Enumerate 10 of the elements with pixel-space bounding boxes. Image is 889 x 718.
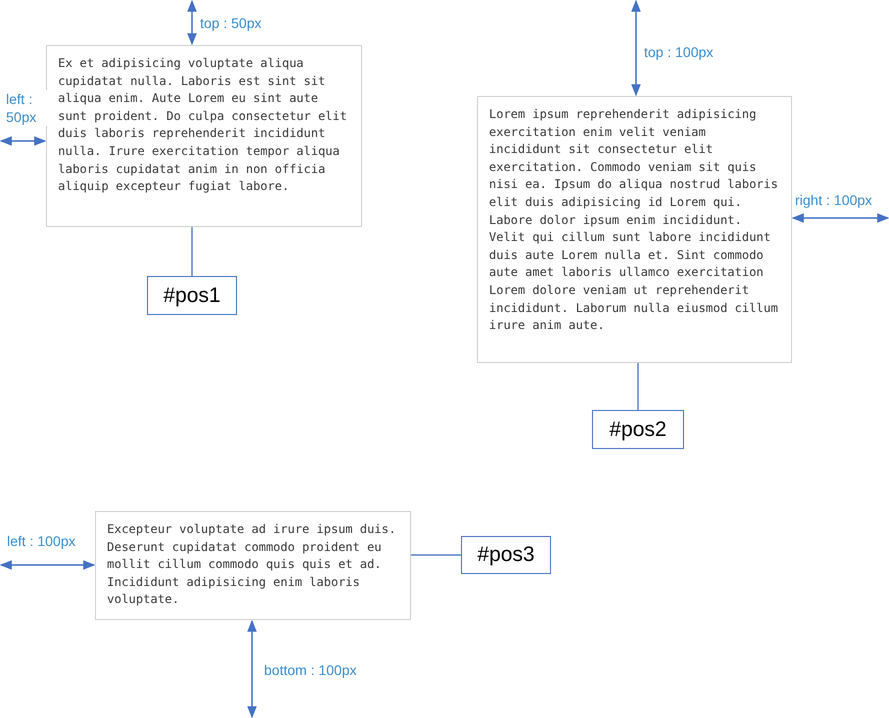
leader-line bbox=[411, 554, 461, 556]
id-tag: #pos1 bbox=[147, 276, 237, 315]
leader-line bbox=[191, 227, 193, 276]
leader-line bbox=[637, 363, 639, 410]
text-box: Lorem ipsum reprehenderit adipisicing exercitation enim velit veniam incididunt sit consectetur elit exercitation. Commodo veniam sit quis nisi ea. Ipsum do aliqua nostrud laboris elit duis adipisicing id Lorem qui. Labore dolor ipsum enim incididunt. Velit qui cillum sunt labore incididunt duis aute Lorem nulla et. Sint commodo aute amet laboris ullamco exercitation Lorem dolore veniam ut reprehenderit incididunt. Laborum nulla eiusmod cillum irure anim aute. bbox=[477, 96, 792, 363]
id-tag: #pos3 bbox=[461, 536, 551, 574]
text-box: Ex et adipisicing voluptate aliqua cupidatat nulla. Laboris est sint sit aliqua enim. Aute Lorem eu sint aute sunt proident. Do culpa consectetur elit duis laboris reprehenderit incididunt nulla. Irure exercitation tempor aliqua laboris cupidatat anim in non officia aliquip excepteur fugiat labore. bbox=[46, 45, 362, 227]
id-tag: #pos2 bbox=[592, 410, 684, 449]
text-box: Excepteur voluptate ad irure ipsum duis. Deserunt cupidatat commodo proident eu mollit cillum commodo quis quis et ad. Incididunt adipisicing enim laboris voluptate. bbox=[95, 511, 411, 620]
dimension-label: left : 50px bbox=[6, 90, 48, 126]
